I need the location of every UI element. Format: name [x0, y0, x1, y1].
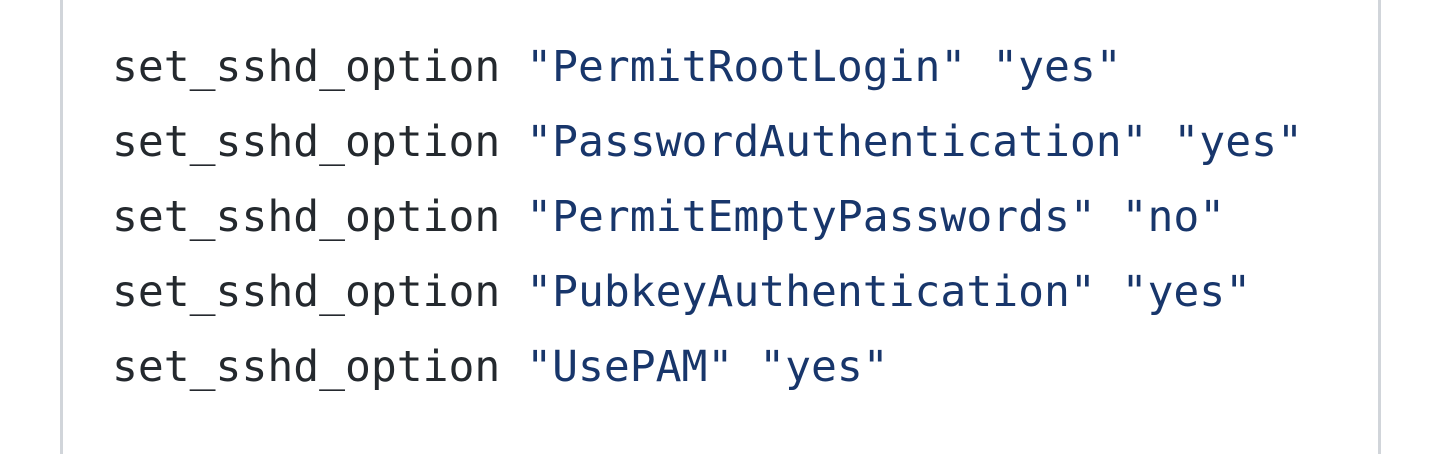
- command-token: set_sshd_option: [112, 267, 501, 317]
- code-line: set_sshd_option "PubkeyAuthentication" "…: [112, 255, 1378, 330]
- command-token: set_sshd_option: [112, 42, 501, 92]
- command-token: set_sshd_option: [112, 117, 501, 167]
- code-line: set_sshd_option "PasswordAuthentication"…: [112, 105, 1378, 180]
- string-token: "PermitRootLogin" "yes": [500, 42, 1122, 92]
- code-block-container: set_sshd_option "PermitRootLogin" "yes"s…: [60, 0, 1381, 454]
- code-block: set_sshd_option "PermitRootLogin" "yes"s…: [63, 0, 1378, 405]
- string-token: "PasswordAuthentication" "yes": [500, 117, 1303, 167]
- command-token: set_sshd_option: [112, 342, 501, 392]
- string-token: "PubkeyAuthentication" "yes": [500, 267, 1252, 317]
- code-line: set_sshd_option "UsePAM" "yes": [112, 330, 1378, 405]
- code-line: set_sshd_option "PermitRootLogin" "yes": [112, 30, 1378, 105]
- code-line: set_sshd_option "PermitEmptyPasswords" "…: [112, 180, 1378, 255]
- string-token: "UsePAM" "yes": [500, 342, 889, 392]
- string-token: "PermitEmptyPasswords" "no": [500, 192, 1226, 242]
- command-token: set_sshd_option: [112, 192, 501, 242]
